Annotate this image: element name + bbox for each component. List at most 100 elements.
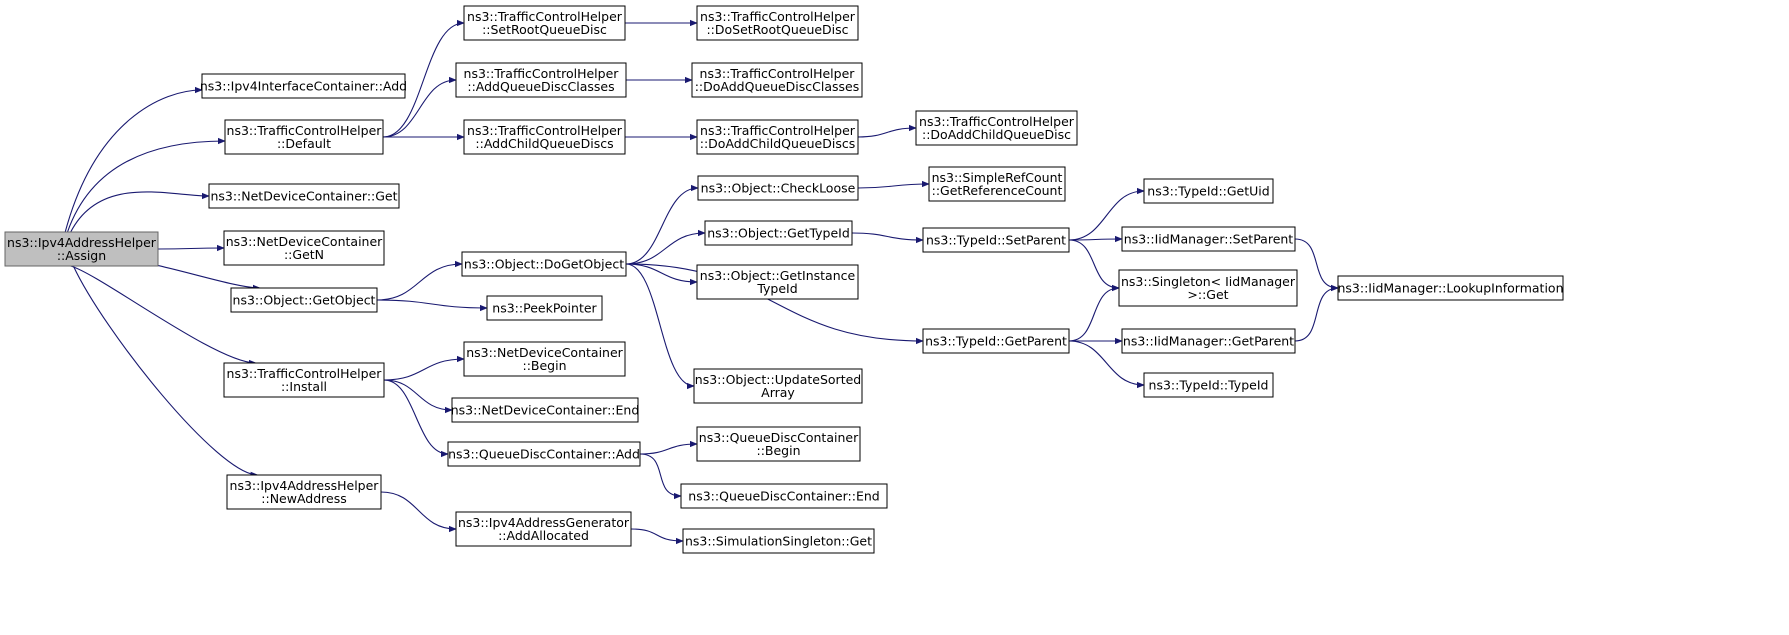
- node-label-line: ns3::QueueDiscContainer::Add: [448, 447, 640, 462]
- node-singleton-get[interactable]: ns3::Singleton< IidManager >::Get: [1118, 269, 1298, 307]
- node-label-line: >::Get: [1187, 287, 1228, 302]
- node-label-line: ::DoAddChildQueueDisc: [922, 127, 1071, 142]
- node-typeid-setparent[interactable]: ns3::TypeId::SetParent: [922, 227, 1070, 253]
- edge-ipv4ah-newaddress-to-ipv4ag-addallocated: [380, 491, 457, 533]
- edge-arrow: [857, 180, 930, 189]
- node-label-line: ::DoAddQueueDiscClasses: [695, 79, 860, 94]
- node-typeid-typeid[interactable]: ns3::TypeId::TypeId: [1143, 372, 1274, 398]
- node-box: [1143, 178, 1274, 204]
- node-label-line: ns3::Ipv4InterfaceContainer::Add: [200, 79, 407, 94]
- edge-qdc-add-to-qdc-begin: [639, 440, 698, 455]
- node-label-line: ns3::Object::GetInstance: [700, 268, 856, 283]
- node-ipv4ic-add[interactable]: ns3::Ipv4InterfaceContainer::Add: [200, 73, 407, 99]
- node-label-line: ns3::TypeId::SetParent: [926, 233, 1066, 248]
- node-label-line: ns3::Object::CheckLoose: [701, 181, 856, 196]
- node-box: [680, 483, 888, 509]
- node-label-line: ::Begin: [756, 443, 800, 458]
- node-box: [696, 5, 859, 41]
- edge-arrow: [1068, 284, 1120, 342]
- node-label-line: ns3::TypeId::GetParent: [925, 334, 1067, 349]
- node-peekpointer[interactable]: ns3::PeekPointer: [486, 295, 603, 321]
- node-box: [682, 528, 875, 554]
- node-box: [447, 441, 641, 467]
- node-tch-setroot[interactable]: ns3::TrafficControlHelper::SetRootQueueD…: [463, 5, 626, 41]
- node-label-line: ns3::Object::GetTypeId: [707, 226, 850, 241]
- node-label-line: ns3::TrafficControlHelper: [227, 123, 383, 138]
- node-srefcount-get[interactable]: ns3::SimpleRefCount::GetReferenceCount: [928, 166, 1066, 202]
- node-simsingleton-get[interactable]: ns3::SimulationSingleton::Get: [682, 528, 875, 554]
- node-label-line: ns3::TrafficControlHelper: [464, 66, 620, 81]
- node-label-line: ::GetN: [284, 247, 324, 262]
- node-iidm-getparent[interactable]: ns3::IidManager::GetParent: [1121, 328, 1296, 354]
- node-tch-dosetroot[interactable]: ns3::TrafficControlHelper::DoSetRootQueu…: [696, 5, 859, 41]
- edge-arrow: [376, 260, 463, 301]
- node-box: [1143, 372, 1274, 398]
- edge-arrow: [1068, 239, 1120, 292]
- node-box: [461, 251, 627, 277]
- node-label-line: ns3::TrafficControlHelper: [227, 366, 383, 381]
- edge-arrow: [72, 265, 259, 479]
- node-label-line: ns3::TrafficControlHelper: [467, 123, 623, 138]
- node-tch-default[interactable]: ns3::TrafficControlHelper::Default: [224, 119, 384, 155]
- node-label-line: ::AddQueueDiscClasses: [467, 79, 614, 94]
- node-label-line: ns3::TrafficControlHelper: [700, 66, 856, 81]
- node-typeid-getuid[interactable]: ns3::TypeId::GetUid: [1143, 178, 1274, 204]
- node-tch-addchild[interactable]: ns3::TrafficControlHelper::AddChildQueue…: [463, 119, 626, 155]
- node-assign[interactable]: ns3::Ipv4AddressHelper::Assign: [4, 231, 159, 267]
- node-ipv4ag-addallocated[interactable]: ns3::Ipv4AddressGenerator::AddAllocated: [455, 511, 632, 547]
- node-label-line: ns3::SimulationSingleton::Get: [685, 534, 872, 549]
- edge-arrow: [625, 263, 924, 345]
- node-qdc-end[interactable]: ns3::QueueDiscContainer::End: [680, 483, 888, 509]
- node-box: [463, 341, 626, 377]
- node-qdc-add[interactable]: ns3::QueueDiscContainer::Add: [447, 441, 641, 467]
- edge-typeid-getparent-to-typeid-typeid: [1068, 340, 1145, 389]
- edge-arrow: [639, 440, 698, 455]
- node-box: [691, 62, 863, 98]
- node-label-line: ns3::NetDeviceContainer::Get: [210, 189, 397, 204]
- node-box: [697, 175, 859, 201]
- node-ndc-end[interactable]: ns3::NetDeviceContainer::End: [451, 397, 640, 423]
- node-qdc-begin[interactable]: ns3::QueueDiscContainer::Begin: [696, 426, 861, 462]
- edge-arrow: [380, 491, 457, 533]
- node-label-line: ns3::Ipv4AddressHelper: [230, 478, 380, 493]
- node-label-line: ::AddChildQueueDiscs: [475, 136, 613, 151]
- node-box: [1337, 275, 1564, 301]
- node-label-line: ns3::TrafficControlHelper: [467, 9, 623, 24]
- edge-assign-to-ndc-get: [70, 191, 210, 233]
- node-label-line: ::Install: [281, 379, 327, 394]
- node-iidm-setparent[interactable]: ns3::IidManager::SetParent: [1121, 226, 1296, 252]
- node-label-line: ns3::TypeId::GetUid: [1147, 184, 1269, 199]
- node-label-line: Array: [761, 385, 795, 400]
- node-tch-doaddqdc[interactable]: ns3::TrafficControlHelper::DoAddQueueDis…: [691, 62, 863, 98]
- node-ipv4ah-newaddress[interactable]: ns3::Ipv4AddressHelper::NewAddress: [226, 474, 382, 510]
- node-ndc-begin[interactable]: ns3::NetDeviceContainer::Begin: [463, 341, 626, 377]
- node-box: [928, 166, 1066, 202]
- node-obj-checkloose[interactable]: ns3::Object::CheckLoose: [697, 175, 859, 201]
- node-obj-dogetobject[interactable]: ns3::Object::DoGetObject: [461, 251, 627, 277]
- node-box: [1121, 328, 1296, 354]
- edge-arrow: [376, 299, 488, 312]
- node-ndc-get[interactable]: ns3::NetDeviceContainer::Get: [208, 183, 400, 209]
- node-label-line: TypeId: [756, 281, 797, 296]
- edge-obj-getobject-to-peekpointer: [376, 299, 488, 312]
- node-ndc-getn[interactable]: ns3::NetDeviceContainer::GetN: [223, 230, 385, 266]
- edge-arrow: [383, 379, 453, 414]
- node-tch-addqdc[interactable]: ns3::TrafficControlHelper::AddQueueDiscC…: [455, 62, 627, 98]
- node-box: [4, 231, 159, 267]
- edge-arrow: [382, 76, 457, 138]
- node-iidm-lookup[interactable]: ns3::IidManager::LookupInformation: [1337, 275, 1564, 301]
- node-tch-doaddchildqd[interactable]: ns3::TrafficControlHelper::DoAddChildQue…: [915, 110, 1078, 146]
- edge-arrow: [66, 137, 226, 233]
- node-obj-getobject[interactable]: ns3::Object::GetObject: [230, 287, 378, 313]
- node-label-line: ns3::IidManager::LookupInformation: [1337, 281, 1563, 296]
- node-tch-doaddchild[interactable]: ns3::TrafficControlHelper::DoAddChildQue…: [696, 119, 859, 155]
- edge-iidm-getparent-to-iidm-lookup: [1294, 284, 1339, 342]
- edge-arrow: [382, 19, 465, 138]
- node-typeid-getparent[interactable]: ns3::TypeId::GetParent: [922, 328, 1070, 354]
- edge-assign-to-ipv4ah-newaddress: [72, 265, 259, 479]
- edge-arrow: [383, 355, 465, 381]
- node-obj-gettypeid[interactable]: ns3::Object::GetTypeId: [704, 220, 853, 246]
- node-tch-install[interactable]: ns3::TrafficControlHelper::Install: [223, 362, 385, 398]
